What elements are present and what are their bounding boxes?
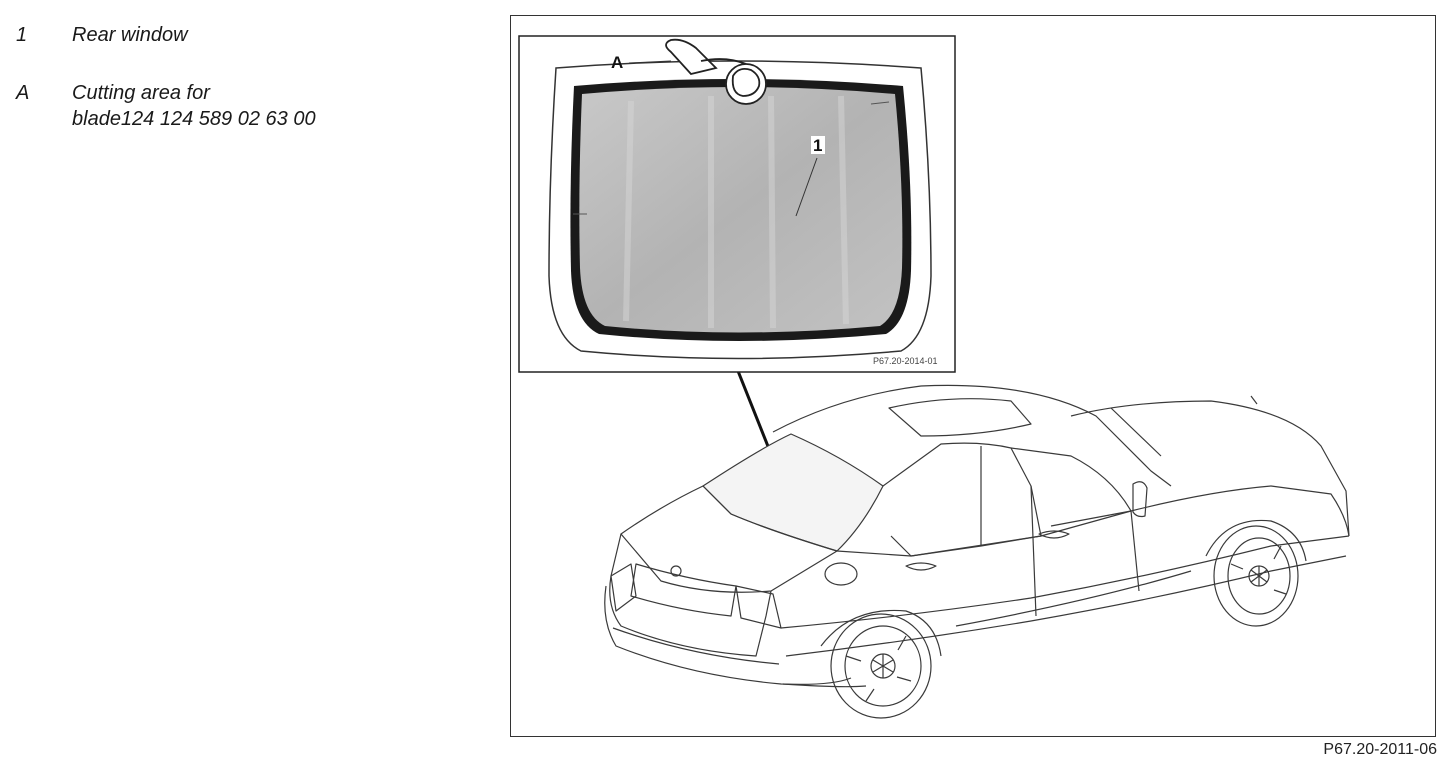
- figure-frame: A 1 P67.20-2014-01: [510, 15, 1436, 737]
- inset-label-cut: A: [611, 53, 623, 72]
- car-rear-window: [702, 433, 884, 552]
- inset-diagram: A 1 P67.20-2014-01: [518, 35, 956, 373]
- inset-code: P67.20-2014-01: [873, 356, 938, 366]
- legend-text-line1: Cutting area for: [72, 82, 210, 104]
- blade-tool-icon: [665, 38, 767, 105]
- sedan-rear-view-drawing: [604, 384, 1350, 719]
- figure-drawing: A 1 P67.20-2014-01: [518, 35, 1350, 719]
- legend-key: A: [16, 82, 30, 104]
- legend-text: Rear window: [72, 24, 188, 46]
- rear-wheel: [830, 613, 932, 719]
- inset-label-glass: 1: [813, 136, 822, 155]
- front-wheel: [1213, 525, 1299, 627]
- legend-text: Cutting area for blade124 124 589 02 63 …: [72, 80, 452, 132]
- legend-key: 1: [16, 24, 28, 46]
- figure-code: P67.20-2011-06: [1323, 741, 1437, 758]
- legend-text-line2: blade124 124 589 02 63 00: [72, 108, 316, 130]
